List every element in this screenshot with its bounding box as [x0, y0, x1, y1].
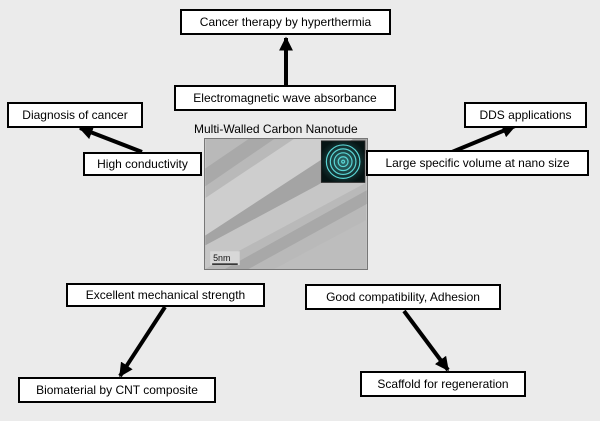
scale-bar-label: 5nm: [213, 253, 230, 263]
arrow-compatibility-to-scaffold: [402, 309, 450, 372]
arrow-conductivity-to-diagnosis: [78, 126, 143, 154]
node-good-compatibility: Good compatibility, Adhesion: [305, 284, 501, 310]
node-biomaterial-cnt: Biomaterial by CNT composite: [18, 377, 216, 403]
node-em-wave-absorbance: Electromagnetic wave absorbance: [174, 85, 396, 111]
node-mechanical-strength: Excellent mechanical strength: [66, 283, 265, 307]
arrow-mechanical-to-biomaterial: [118, 305, 167, 378]
diagram-title: Multi-Walled Carbon Nanotude: [194, 122, 358, 136]
nanotube-micrograph: 5nm: [204, 138, 368, 270]
node-large-specific-volume: Large specific volume at nano size: [366, 150, 589, 176]
node-diagnosis-of-cancer: Diagnosis of cancer: [7, 102, 143, 128]
node-scaffold-regeneration: Scaffold for regeneration: [360, 371, 526, 397]
node-dds-applications: DDS applications: [464, 102, 587, 128]
node-cancer-therapy: Cancer therapy by hyperthermia: [180, 9, 391, 35]
node-high-conductivity: High conductivity: [83, 152, 202, 176]
arrow-volume-to-dds: [451, 124, 517, 154]
